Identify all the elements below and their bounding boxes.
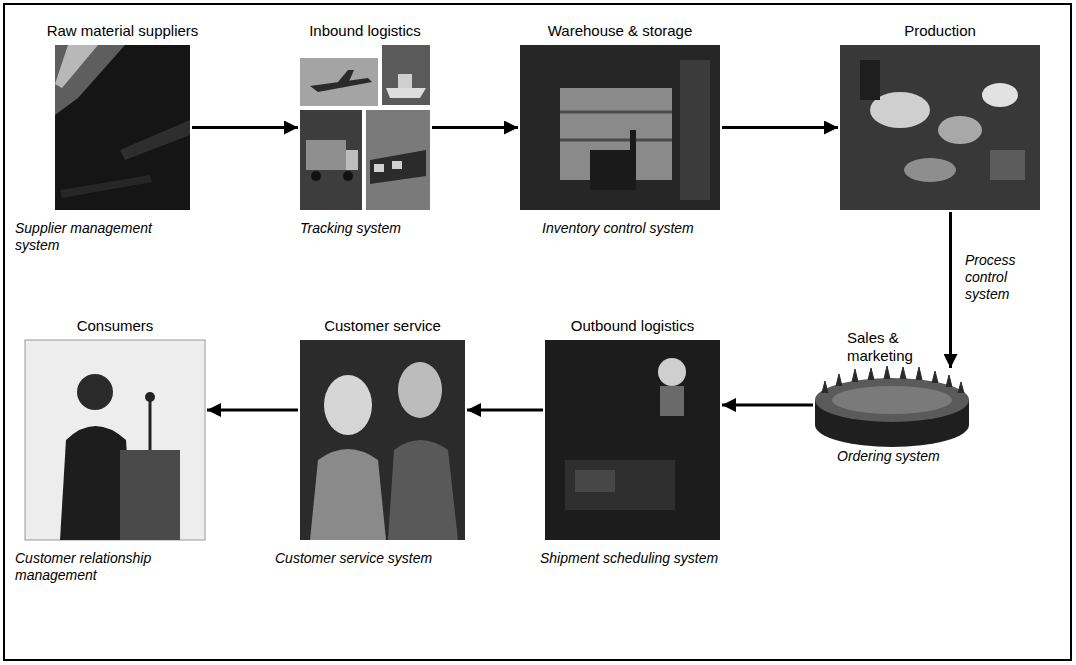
system-label: Inventory control system bbox=[542, 220, 742, 237]
flow-arrow bbox=[192, 126, 298, 129]
inbound-logistics-photos bbox=[300, 45, 430, 210]
stage-box: Warehouse & storageInventory control sys… bbox=[520, 45, 720, 210]
stage-heading: Consumers bbox=[77, 317, 154, 335]
stage-box: Inbound logisticsTracking system bbox=[300, 45, 430, 210]
flow-arrow bbox=[467, 409, 543, 412]
system-label: Customer service system bbox=[275, 550, 475, 567]
stage-heading: Customer service bbox=[324, 317, 441, 335]
flow-arrow bbox=[722, 126, 838, 129]
flow-arrow bbox=[722, 404, 813, 407]
system-label: Tracking system bbox=[300, 220, 460, 237]
frame bbox=[4, 4, 1071, 660]
stage-box: Customer serviceCustomer service system bbox=[300, 340, 465, 540]
system-label: Process control system bbox=[965, 252, 1050, 303]
stage-heading: Warehouse & storage bbox=[548, 22, 693, 40]
consumers-photo bbox=[25, 340, 205, 540]
stage-box: Raw material suppliersSupplier managemen… bbox=[55, 45, 190, 210]
flow-arrow bbox=[432, 126, 518, 129]
raw-material-photo bbox=[55, 45, 190, 210]
stage-box: ProductionProcess control system bbox=[840, 45, 1040, 210]
production-photo bbox=[840, 45, 1040, 210]
flow-arrow bbox=[949, 212, 952, 368]
stage-heading: Inbound logistics bbox=[309, 22, 421, 40]
stage-heading: Outbound logistics bbox=[571, 317, 694, 335]
system-label: Supplier management system bbox=[15, 220, 185, 254]
flow-arrow bbox=[207, 409, 298, 412]
customer-service-photo bbox=[300, 340, 465, 540]
sales-disk bbox=[815, 366, 969, 447]
stage-heading: Production bbox=[904, 22, 976, 40]
system-label: Ordering system bbox=[837, 448, 997, 465]
warehouse-photo bbox=[520, 45, 720, 210]
stage-heading: Sales & marketing bbox=[847, 329, 931, 365]
outbound-logistics-photo bbox=[545, 340, 720, 540]
stage-box: Outbound logisticsShipment scheduling sy… bbox=[545, 340, 720, 540]
stage-box: Sales & marketingOrdering system bbox=[815, 370, 970, 440]
system-label: Shipment scheduling system bbox=[540, 550, 740, 567]
stage-box: ConsumersCustomer relationship managemen… bbox=[25, 340, 205, 540]
stage-heading: Raw material suppliers bbox=[47, 22, 199, 40]
system-label: Customer relationship management bbox=[15, 550, 195, 584]
